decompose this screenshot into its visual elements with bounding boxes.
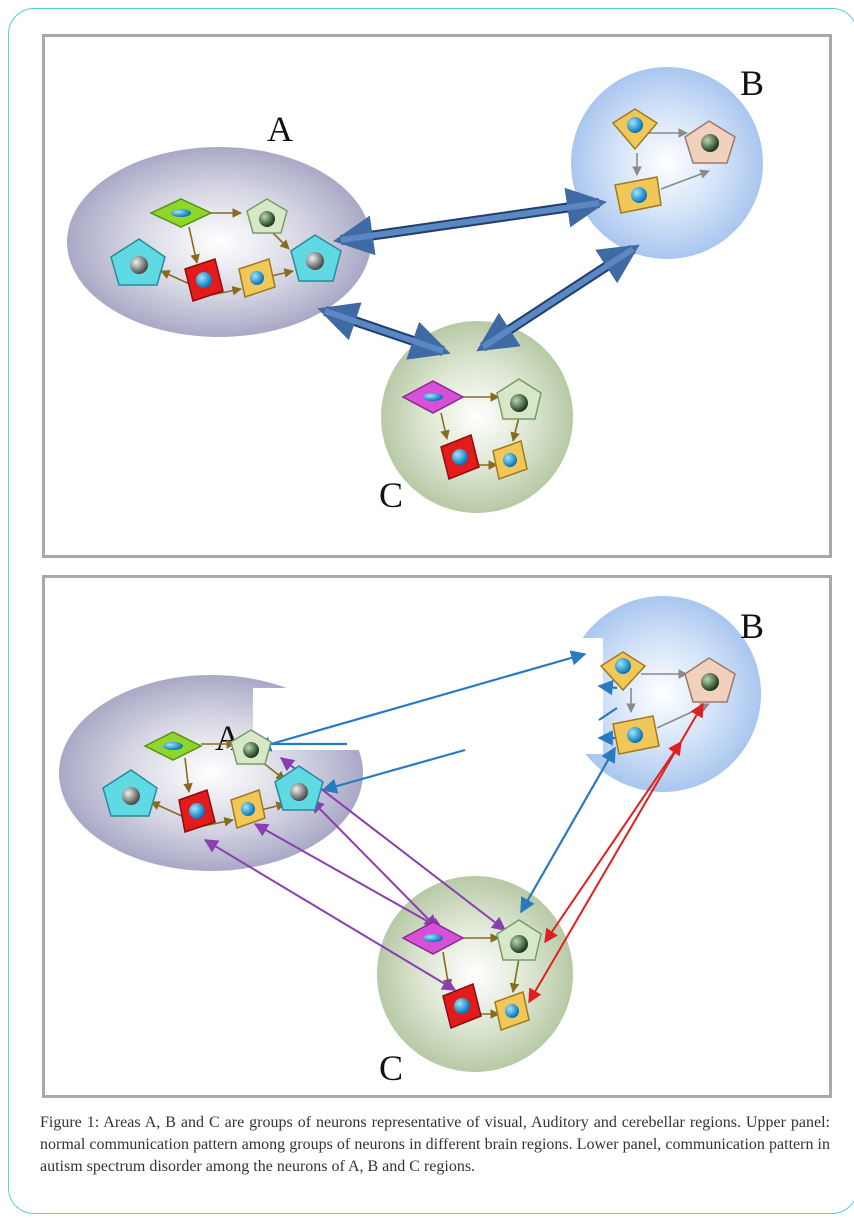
lower-panel: A B C [42, 575, 832, 1098]
purple-arrow-4 [203, 839, 457, 991]
figure-caption: Figure 1: Areas A, B and C are groups of… [40, 1114, 830, 1175]
neuron-gold-diamond [611, 108, 659, 151]
neuron-cyan-pentagon [290, 234, 342, 282]
neuron-pale-pentagon [230, 729, 272, 765]
neuron-red-diamond [184, 258, 224, 302]
area-a-neurons [102, 729, 324, 833]
area-label-b: B [740, 63, 764, 103]
neuron-gold-diamond [599, 651, 647, 692]
neuron-gold-diamond [492, 440, 528, 480]
neuron-cyan-pentagon [274, 765, 324, 811]
neuron-magenta-diamond [401, 921, 465, 955]
neuron-gold-diamond [238, 258, 276, 298]
neuron-gold-diamond [230, 789, 266, 829]
neuron-pale-pentagon [496, 378, 542, 420]
neuron-green-diamond [149, 198, 213, 228]
neuron-cyan-pentagon [110, 238, 166, 286]
neuron-cyan-pentagon [102, 769, 158, 817]
red-arrows [528, 702, 704, 1004]
area-c-halo [377, 876, 573, 1072]
neuron-red-diamond [442, 982, 482, 1030]
neuron-red-diamond [178, 789, 216, 833]
area-label-c: C [379, 1048, 403, 1088]
area-c-halo [381, 321, 573, 513]
neuron-pale-pentagon [496, 919, 542, 961]
area-a-neurons [110, 198, 342, 302]
red-arrow-2 [528, 702, 704, 1004]
neuron-green-diamond [143, 731, 203, 761]
figure-frame [8, 8, 854, 1214]
neuron-gold-diamond [494, 991, 530, 1031]
lower-diagram: A B C [59, 596, 764, 1088]
neuron-pale-pentagon [246, 198, 288, 234]
neuron-peach-pentagon [684, 120, 736, 164]
area-label-c: C [379, 475, 403, 515]
neuron-gold-diamond [612, 715, 660, 755]
upper-panel: A B C [42, 34, 832, 558]
neuron-peach-pentagon [684, 657, 736, 703]
blue-arrow-b-c [520, 746, 616, 914]
area-c-neurons [401, 378, 542, 481]
area-b-halo [571, 67, 763, 259]
inter-area-arrows [317, 187, 640, 360]
area-c-neurons [401, 919, 542, 1031]
upper-diagram: A B C [67, 63, 764, 515]
area-a-halo [67, 147, 371, 337]
area-b-neurons [599, 651, 736, 755]
blue-arrow-a-b [255, 650, 587, 752]
area-label-b: B [740, 606, 764, 646]
neuron-magenta-diamond [401, 380, 465, 414]
neuron-red-diamond [440, 433, 480, 481]
area-label-a: A [267, 109, 293, 149]
area-b-neurons [611, 108, 736, 214]
neuron-gold-diamond [614, 176, 662, 214]
